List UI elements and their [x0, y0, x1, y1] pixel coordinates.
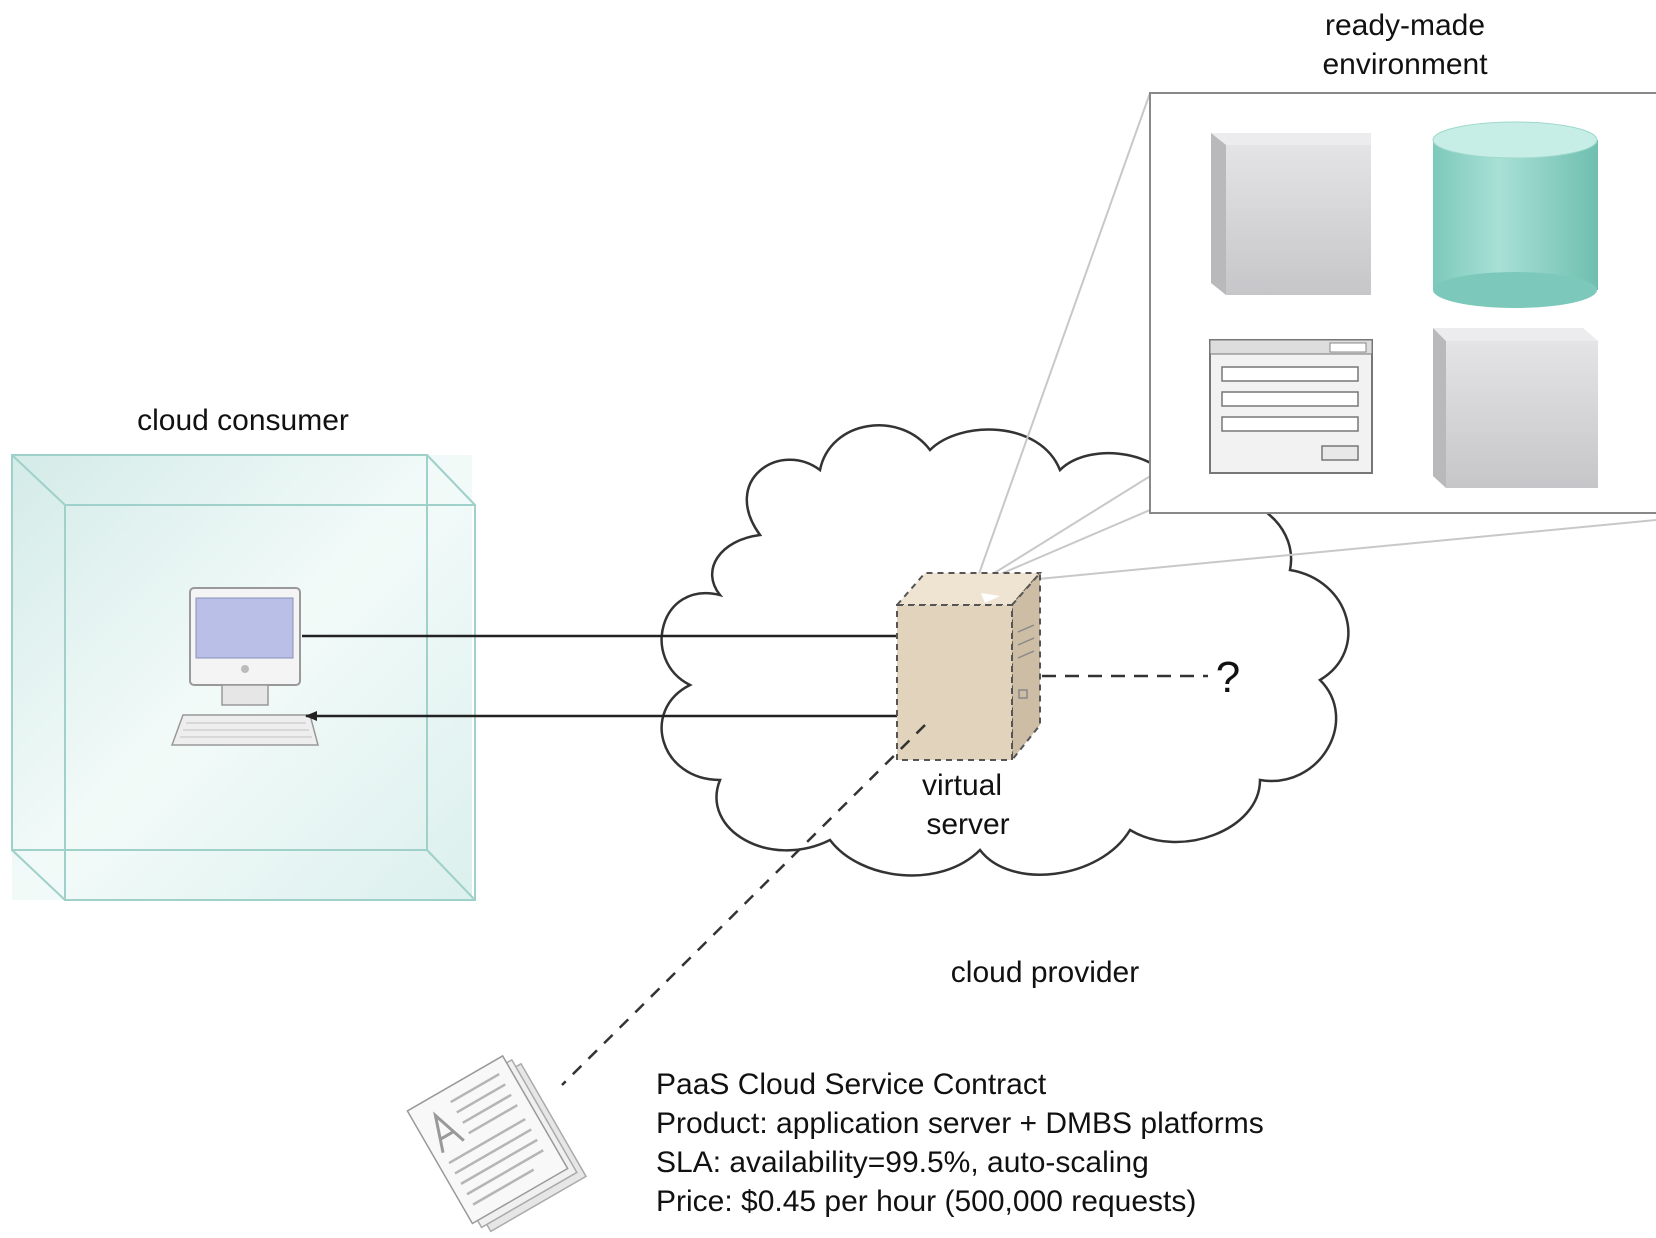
- platform-cube-icon: [1433, 328, 1598, 488]
- contract-product: Product: application server + DMBS platf…: [656, 1107, 1264, 1140]
- ready-made-environment-panel: [1149, 92, 1656, 514]
- ready-made-label-line1: ready-made: [1325, 9, 1485, 42]
- contract-title: PaaS Cloud Service Contract: [656, 1068, 1047, 1101]
- database-icon: [1432, 121, 1598, 308]
- question-mark: ?: [1216, 653, 1240, 702]
- virtual-server-icon: [894, 570, 1043, 763]
- server-cube-icon: [1211, 133, 1371, 295]
- virtual-server-label-line2: server: [926, 808, 1009, 841]
- cloud-consumer-label: cloud consumer: [137, 404, 349, 437]
- contract-price: Price: $0.45 per hour (500,000 requests): [656, 1185, 1196, 1218]
- cloud-provider-label: cloud provider: [951, 956, 1139, 989]
- contract-link-line: [561, 724, 926, 1086]
- callout-lines: [974, 92, 1656, 586]
- contract-text: PaaS Cloud Service Contract Product: app…: [656, 1068, 1264, 1218]
- application-window-icon: [1209, 339, 1373, 474]
- contract-document-icon: [406, 1054, 588, 1233]
- virtual-server-label-line1: virtual: [922, 769, 1002, 802]
- contract-sla: SLA: availability=99.5%, auto-scaling: [656, 1146, 1149, 1179]
- ready-made-label-line2: environment: [1322, 48, 1488, 81]
- desktop-computer-icon: [170, 587, 319, 746]
